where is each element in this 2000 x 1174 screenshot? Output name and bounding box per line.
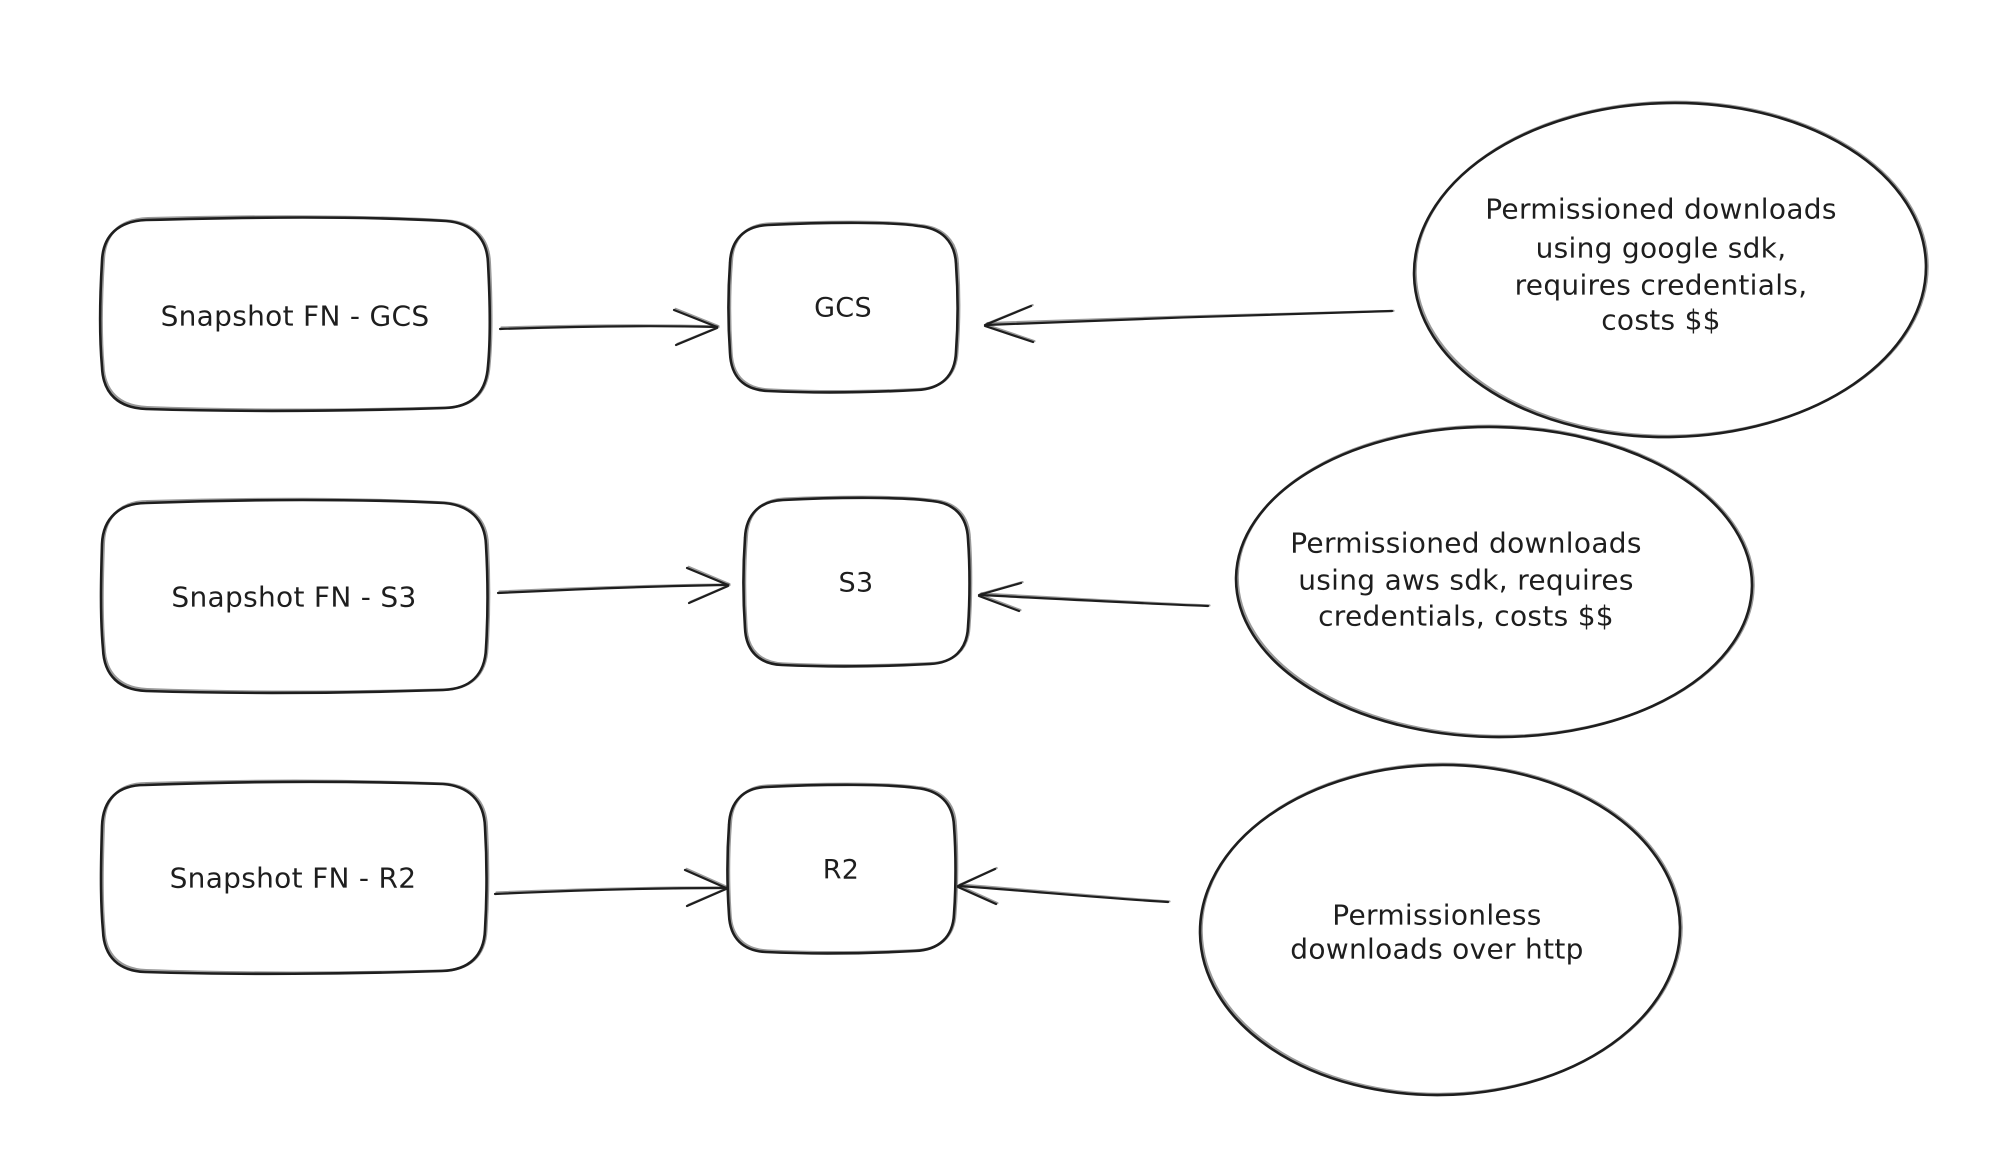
note-line: credentials, costs $$ [1318,600,1614,633]
ink-layer: Snapshot FN - GCS GCS Permissioned downl… [98,96,1932,1099]
note-line: using aws sdk, requires [1298,564,1634,597]
node-r2-label: R2 [823,855,860,886]
node-snapshot-fn-s3-outline [99,498,489,695]
arrow-head [956,867,998,906]
node-snapshot-fn-gcs[interactable]: Snapshot FN - GCS [98,215,493,413]
note-permissioned-google[interactable]: Permissioned downloads using google sdk,… [1411,96,1932,443]
node-s3-label: S3 [839,568,874,599]
node-r2-outline [726,783,957,955]
arrow-shaft [984,309,1394,327]
arrow-shaft [496,583,729,595]
note-permissionless-http-outline [1198,763,1682,1097]
arrow-head [983,304,1035,344]
arrow-head [685,566,730,605]
node-snapshot-fn-gcs-label: Snapshot FN - GCS [161,300,430,333]
node-snapshot-fn-r2-label: Snapshot FN - R2 [170,862,417,895]
node-gcs-label: GCS [814,293,872,324]
node-snapshot-fn-s3-label: Snapshot FN - S3 [171,581,416,614]
note-line: Permissioned downloads [1290,527,1642,560]
node-s3-outline [742,496,971,668]
note-line: Permissionless [1332,899,1541,932]
arrow-note-google-to-gcs[interactable] [983,303,1395,344]
note-permissioned-aws-outline [1234,425,1754,739]
arrow-snapshot-gcs-to-gcs[interactable] [498,307,720,347]
arrow-shaft [978,593,1210,608]
arrow-shaft [498,325,718,331]
arrow-shaft [957,884,1170,904]
note-line: using google sdk, [1536,232,1787,265]
node-s3[interactable]: S3 [742,495,973,668]
note-line: costs $$ [1601,304,1721,337]
arrow-snapshot-r2-to-r2[interactable] [493,867,729,908]
arrow-head [683,868,728,908]
note-line: Permissioned downloads [1485,193,1837,226]
arrow-head [672,308,719,347]
arrow-shaft [493,886,727,896]
node-gcs[interactable]: GCS [727,220,961,394]
node-snapshot-fn-r2[interactable]: Snapshot FN - R2 [99,779,490,976]
node-snapshot-fn-gcs-outline [98,216,492,413]
node-snapshot-fn-s3[interactable]: Snapshot FN - S3 [99,497,491,695]
note-permissionless-http[interactable]: Permissionless downloads over http [1198,760,1685,1099]
note-permissioned-google-outline [1412,101,1928,439]
note-permissioned-aws[interactable]: Permissioned downloads using aws sdk, re… [1233,420,1757,741]
note-line: downloads over http [1290,933,1583,966]
node-gcs-outline [727,221,959,394]
arrow-note-aws-to-s3[interactable] [977,580,1211,613]
arrow-snapshot-s3-to-s3[interactable] [496,565,731,605]
note-line: requires credentials, [1515,269,1808,302]
arrow-note-http-to-r2[interactable] [956,866,1171,906]
node-r2[interactable]: R2 [726,782,959,955]
arrow-head [977,581,1023,613]
node-snapshot-fn-r2-outline [99,780,488,976]
